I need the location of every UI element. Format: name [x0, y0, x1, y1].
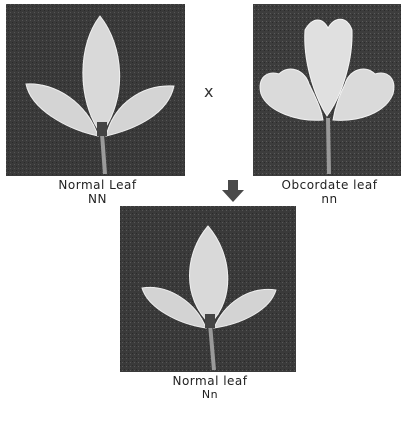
offspring-label: Normal leaf — [155, 374, 265, 388]
parent-normal-label: Normal Leaf — [35, 178, 160, 192]
parent-obcordate-caption: Obcordate leaf nn — [262, 178, 397, 206]
obcordate-leaf-photo-parent — [253, 4, 401, 176]
down-arrow-icon — [221, 180, 245, 206]
cross-symbol: x — [204, 82, 213, 101]
offspring-genotype: Nn — [155, 388, 265, 402]
normal-leaf-photo-offspring — [120, 206, 296, 372]
parent-obcordate-genotype: nn — [262, 192, 397, 206]
parent-normal-genotype: NN — [35, 192, 160, 206]
parent-normal-caption: Normal Leaf NN — [35, 178, 160, 206]
offspring-caption: Normal leaf Nn — [155, 374, 265, 402]
stem — [328, 118, 329, 174]
parent-obcordate-label: Obcordate leaf — [262, 178, 397, 192]
normal-leaf-photo-parent — [6, 4, 185, 176]
